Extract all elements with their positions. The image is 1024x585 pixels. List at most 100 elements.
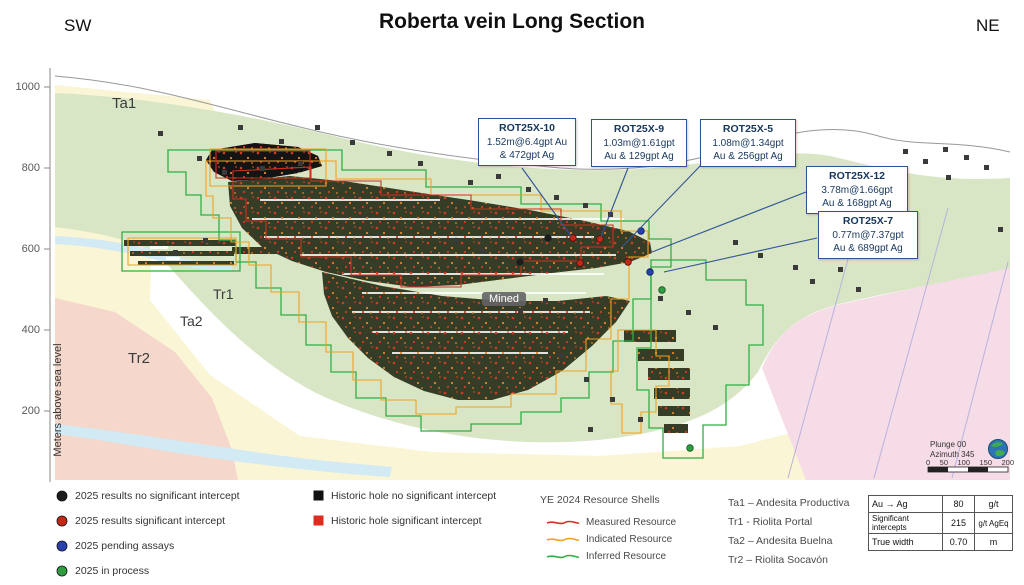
- table-cell-unit: g/t: [974, 495, 1013, 513]
- axis-tick-800: 800: [21, 162, 40, 174]
- callout-id: ROT25X-10: [498, 122, 556, 134]
- callout-rot25x-7: ROT25X-7 0.77m@7.37gpt Au & 689gpt Ag: [818, 211, 918, 259]
- legend-label: Inferred Resource: [586, 551, 667, 562]
- black-circle-icon: [56, 490, 68, 502]
- historic-hole-markers: [158, 125, 1003, 432]
- callout-line2: Au & 689gpt Ag: [833, 242, 903, 254]
- callout-rot25x-9: ROT25X-9 1.03m@1.61gpt Au & 129gpt Ag: [591, 119, 687, 167]
- table-cell-value: 0.70: [942, 533, 975, 551]
- green-circle-icon: [56, 565, 68, 577]
- table-cell-label: True width: [868, 533, 943, 551]
- zone-label-tr2: Tr2: [128, 350, 150, 367]
- black-square-icon: [313, 490, 324, 501]
- zone-label-ta1: Ta1: [112, 95, 137, 112]
- callout-line2: Au & 256gpt Ag: [713, 150, 783, 162]
- litho-ta2: Ta2 – Andesita Buelna: [728, 535, 833, 547]
- callout-line2: & 472gpt Ag: [499, 149, 555, 161]
- water-streak-lower: [55, 424, 392, 477]
- legend-2025-pending: 2025 pending assays: [55, 539, 174, 553]
- legend-2025-significant: 2025 results significant intercept: [55, 514, 225, 528]
- corner-label-ne: NE: [976, 16, 1000, 35]
- litho-ta1: Ta1 – Andesita Productiva: [728, 497, 850, 509]
- orange-line-icon: [546, 537, 580, 541]
- hole-markers-2025-green: [658, 286, 694, 452]
- callout-line1: 1.52m@6.4gpt Au: [486, 136, 568, 148]
- callout-id: ROT25X-9: [613, 123, 665, 135]
- callout-id: ROT25X-7: [842, 215, 894, 227]
- hole-markers-2025-black: [516, 234, 552, 266]
- legend-label: 2025 pending assays: [75, 540, 175, 552]
- callout-rot25x-12: ROT25X-12 3.78m@1.66gpt Au & 168gpt Ag: [806, 166, 908, 214]
- litho-tr1: Tr1 - Riolita Portal: [728, 516, 813, 528]
- topography-line: [54, 75, 1011, 170]
- legend-label: Indicated Resource: [586, 534, 673, 545]
- scale-tick: 50: [939, 458, 948, 467]
- vein-mass: [124, 143, 690, 433]
- callout-rot25x-5: ROT25X-5 1.08m@1.34gpt Au & 256gpt Ag: [700, 119, 796, 167]
- resource-shells-title: YE 2024 Resource Shells: [540, 494, 660, 506]
- zone-label-ta2: Ta2: [180, 313, 203, 329]
- scale-tick: 150: [979, 458, 992, 467]
- scale-bar: [927, 466, 1009, 473]
- legend-label: Historic hole no significant intercept: [331, 489, 497, 502]
- axis-tick-1000: 1000: [15, 81, 40, 93]
- plunge-label: Plunge 00: [930, 440, 967, 449]
- resource-shells: [121, 148, 764, 459]
- axis-tick-600: 600: [21, 243, 40, 255]
- table-row: True width 0.70 m: [868, 533, 1013, 551]
- inferred-shell-left: [121, 231, 241, 272]
- axis-tick-200: 200: [21, 405, 40, 417]
- legend-label: Measured Resource: [586, 517, 677, 528]
- callout-rot25x-10: ROT25X-10 1.52m@6.4gpt Au & 472gpt Ag: [478, 118, 576, 166]
- y-axis: [44, 68, 51, 482]
- indicated-shell-topleft: [209, 148, 327, 187]
- litho-tr2: Tr2 – Riolita Socavón: [728, 554, 828, 566]
- table-cell-label: Au → Ag: [868, 495, 943, 513]
- scale-numbers: 0 50 100 150 200: [926, 458, 1014, 467]
- callout-id: ROT25X-5: [722, 123, 774, 135]
- inferred-shell-right: [636, 259, 764, 459]
- red-line-icon: [546, 520, 580, 524]
- legend-historic-no-intercept: Historic hole no significant intercept: [312, 489, 496, 502]
- green-line-icon: [546, 554, 580, 558]
- red-circle-icon: [56, 515, 68, 527]
- indicated-shell-main: [205, 160, 649, 415]
- callout-line2: Au & 168gpt Ag: [822, 197, 892, 209]
- callout-line1: 0.77m@7.37gpt: [832, 229, 904, 241]
- table-cell-value: 215: [942, 512, 975, 534]
- intercept-info-table: Au → Ag 80 g/t Significant intercepts 21…: [868, 495, 1013, 551]
- legend-measured-resource: Measured Resource: [546, 517, 676, 528]
- scale-tick: 0: [926, 458, 931, 467]
- legend-2025-in-process: 2025 in process: [55, 564, 149, 578]
- legend-label: 2025 results significant intercept: [75, 515, 225, 527]
- blue-circle-icon: [56, 540, 68, 552]
- orientation-block: Plunge 00 Azimuth 345: [930, 440, 974, 461]
- page-title: Roberta vein Long Section: [378, 10, 646, 33]
- indicated-shell-lowright: [610, 329, 670, 434]
- measured-shell-main: [232, 166, 614, 288]
- table-cell-value: 80: [942, 495, 975, 513]
- table-cell-unit: g/t AgEq: [974, 512, 1013, 534]
- legend-2025-no-intercept: 2025 results no significant intercept: [55, 489, 240, 503]
- right-pink-zone: [762, 268, 1010, 480]
- zone-label-tr1: Tr1: [213, 286, 234, 302]
- scale-tick: 100: [957, 458, 970, 467]
- globe-icon: [988, 439, 1008, 459]
- legend-indicated-resource: Indicated Resource: [546, 534, 672, 545]
- callout-line2: Au & 129gpt Ag: [604, 150, 674, 162]
- red-square-icon: [313, 515, 324, 526]
- corner-label-sw: SW: [64, 16, 92, 35]
- table-row: Significant intercepts 215 g/t AgEq: [868, 512, 1013, 534]
- legend-label: 2025 in process: [75, 565, 150, 577]
- y-axis-label: Meters above sea level: [52, 343, 64, 457]
- legend-historic-significant: Historic hole significant intercept: [312, 514, 482, 527]
- azimuth-label: Azimuth 345: [930, 450, 975, 460]
- hole-markers-2025-red: [569, 234, 632, 267]
- callout-leader-lines: [521, 162, 818, 273]
- table-cell-label: Significant intercepts: [868, 512, 943, 534]
- legend-inferred-resource: Inferred Resource: [546, 551, 666, 562]
- callout-line1: 1.03m@1.61gpt: [603, 137, 675, 149]
- callout-line1: 1.08m@1.34gpt: [712, 137, 784, 149]
- legend-label: Historic hole significant intercept: [331, 514, 482, 527]
